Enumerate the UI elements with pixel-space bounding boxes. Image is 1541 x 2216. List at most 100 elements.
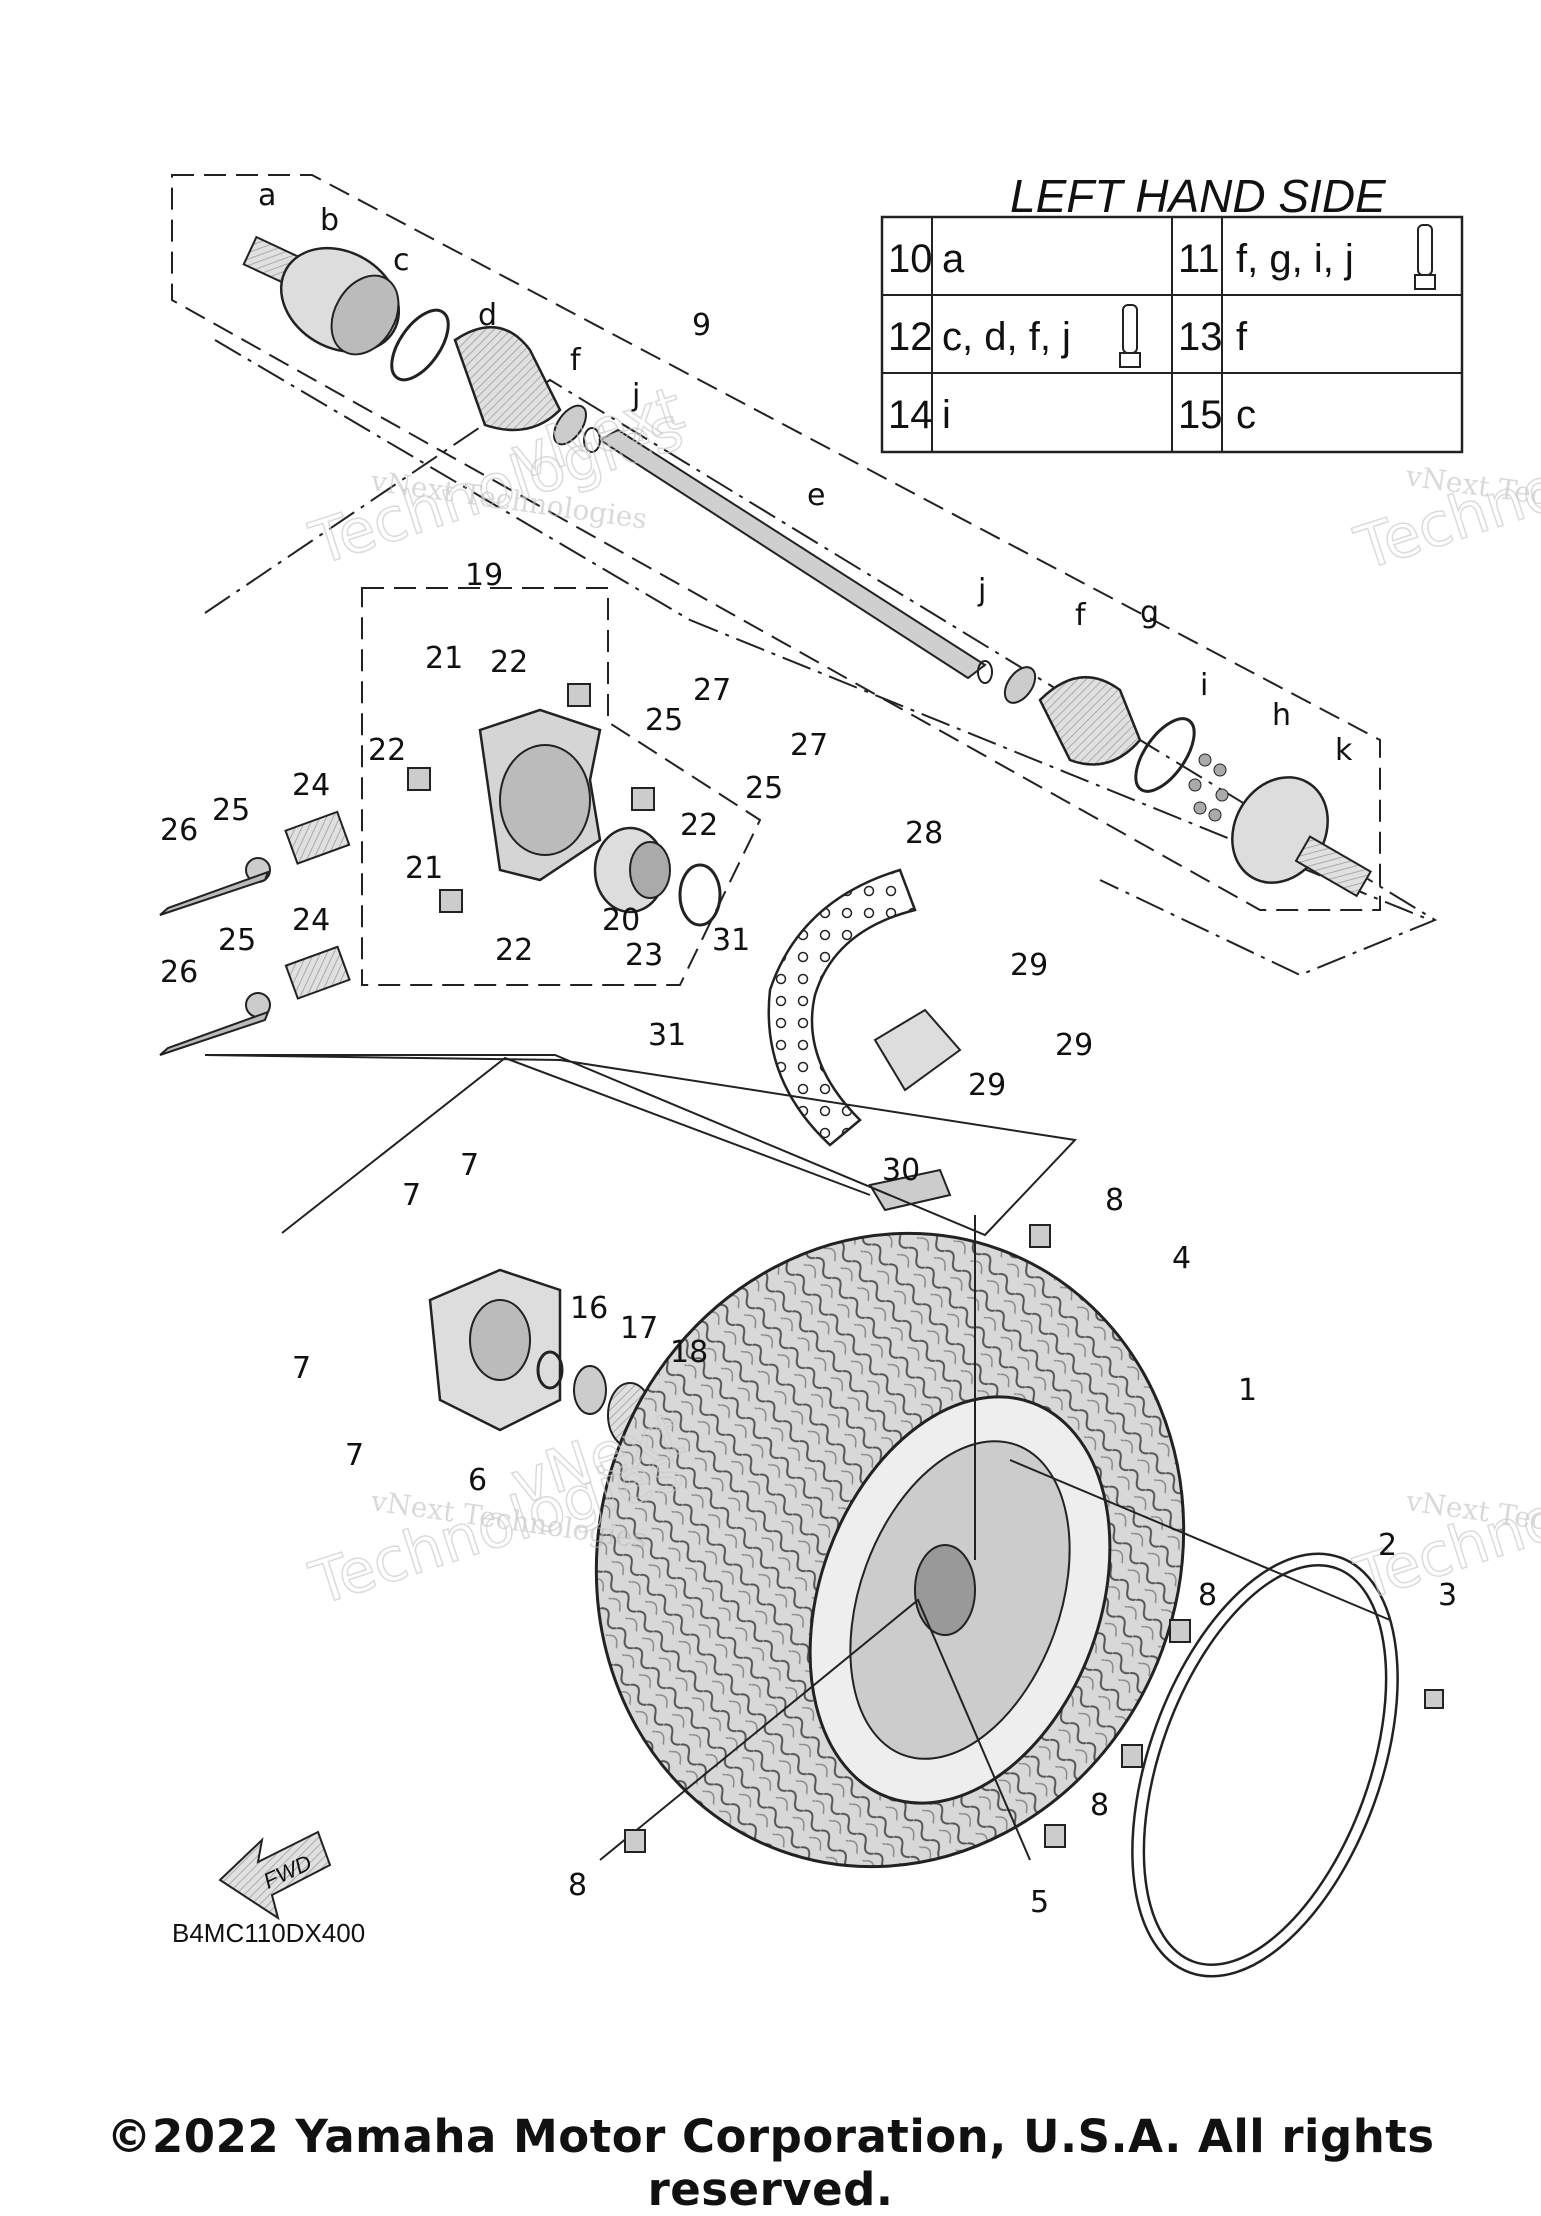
inner-cv-joint-k [1231, 776, 1373, 898]
leader-8d [599, 1598, 1031, 1861]
axis-line [689, 619, 1431, 921]
table-row2-num1: 12 [888, 315, 933, 359]
clamp-i [1134, 717, 1196, 793]
table-row3-num1: 14 [888, 393, 933, 437]
callout-j2: j [977, 573, 986, 608]
band-f2 [1003, 666, 1037, 704]
callout-9: 9 [692, 308, 711, 343]
washer-16 [536, 1350, 564, 1390]
callout-3: 3 [1438, 1578, 1457, 1613]
callout-g: g [1140, 595, 1159, 630]
callout-17: 17 [620, 1311, 658, 1346]
callout-k: k [1335, 733, 1353, 768]
bolt-5 [1044, 1824, 1066, 1848]
boot-d [453, 325, 562, 432]
bearing-20 [593, 826, 671, 914]
hub-guide [281, 1056, 871, 1234]
callout-7a: 7 [460, 1148, 479, 1183]
table-row1-num1: 10 [888, 237, 933, 281]
callout-a: a [258, 178, 276, 213]
callout-f2: f [1075, 598, 1087, 633]
bushing-22d [439, 889, 463, 913]
callout-21a: 21 [425, 641, 463, 676]
callout-8a: 8 [1105, 1183, 1124, 1218]
callout-4: 4 [1172, 1241, 1191, 1276]
brake-line [204, 1054, 1078, 1237]
forward-arrow: FWD [218, 1830, 332, 1921]
table-row2-parts2: f [1236, 315, 1248, 359]
callout-21b: 21 [405, 851, 443, 886]
shaft-e [598, 428, 987, 680]
callout-h: h [1272, 698, 1291, 733]
nut-8d [624, 1829, 646, 1853]
callout-24b: 24 [292, 903, 330, 938]
callout-22d: 22 [495, 933, 533, 968]
table-row2-num2: 13 [1178, 315, 1223, 359]
brake-plate-30 [868, 1008, 962, 1212]
reference-table: LEFT HAND SIDE 10 a 11 f, g, i, j 12 c, … [880, 170, 1464, 454]
boot-g [1038, 675, 1142, 766]
callout-5: 5 [1030, 1885, 1049, 1920]
callout-j1: j [631, 378, 640, 413]
callout-18: 18 [670, 1335, 708, 1370]
grease-tube-icon [1119, 304, 1141, 368]
table-row1-num2: 11 [1178, 237, 1220, 281]
callout-d: d [478, 298, 497, 333]
callout-6: 6 [468, 1463, 487, 1498]
axis-line [214, 339, 691, 621]
copyright-notice: ©2022 Yamaha Motor Corporation, U.S.A. A… [106, 2110, 1435, 2216]
table-row3-parts1: i [942, 393, 951, 437]
callout-c: c [393, 243, 410, 278]
callout-31a: 31 [712, 923, 750, 958]
table-row3-parts2: c [1236, 393, 1256, 437]
bushing-22c [631, 787, 655, 811]
hub-6 [428, 1268, 562, 1432]
callout-27a: 27 [693, 673, 731, 708]
callouts: a b c d f j 9 e j f g i h k 19 21 22 27 … [160, 178, 1457, 1920]
callout-23: 23 [625, 938, 663, 973]
band-f [553, 404, 587, 446]
chain-line [204, 378, 1438, 977]
bushing-22a [407, 767, 431, 791]
callout-29b: 29 [1055, 1028, 1093, 1063]
callout-8c: 8 [1090, 1788, 1109, 1823]
callout-25a: 25 [645, 703, 683, 738]
bolt-26a [159, 870, 270, 916]
callout-22c: 22 [368, 733, 406, 768]
circlip-j2 [977, 660, 993, 684]
callout-28: 28 [905, 816, 943, 851]
bolt-26b [159, 1010, 270, 1056]
callout-30: 30 [882, 1153, 920, 1188]
balls-h [1188, 753, 1229, 822]
callout-22a: 22 [490, 645, 528, 680]
callout-i: i [1200, 668, 1208, 703]
callout-1: 1 [1238, 1373, 1257, 1408]
clamp-c [390, 308, 450, 382]
callout-7c: 7 [292, 1351, 311, 1386]
brake-disc-28 [767, 868, 917, 1147]
callout-25b: 25 [745, 771, 783, 806]
nut-8b [1169, 1619, 1191, 1643]
collar-24a [284, 810, 351, 865]
callout-31b: 31 [648, 1018, 686, 1053]
callout-2: 2 [1378, 1528, 1397, 1563]
callout-27b: 27 [790, 728, 828, 763]
wheel-center [914, 1544, 976, 1636]
callout-b: b [320, 203, 339, 238]
callout-25c: 25 [212, 793, 250, 828]
table-title: LEFT HAND SIDE [1010, 170, 1387, 222]
circlip-23 [678, 863, 722, 927]
nut-17 [573, 1365, 607, 1415]
callout-f1: f [570, 343, 582, 378]
callout-7b: 7 [402, 1178, 421, 1213]
callout-26b: 26 [160, 955, 198, 990]
collar-24b [284, 945, 351, 1000]
grease-tube-icon [1414, 224, 1436, 290]
callout-8b: 8 [1198, 1578, 1217, 1613]
callout-29c: 29 [968, 1068, 1006, 1103]
callout-24a: 24 [292, 768, 330, 803]
callout-22b: 22 [680, 808, 718, 843]
callout-16: 16 [570, 1291, 608, 1326]
callout-7d: 7 [345, 1438, 364, 1473]
